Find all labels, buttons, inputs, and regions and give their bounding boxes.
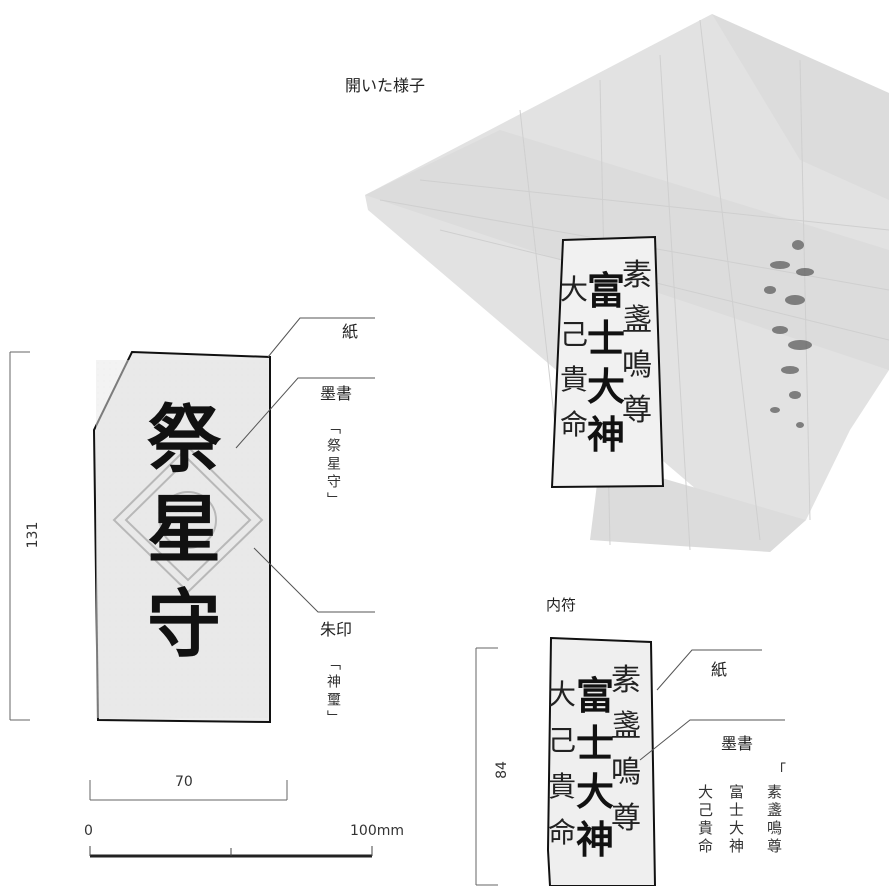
inner-col-3-glyph: 命 bbox=[548, 816, 576, 849]
opened-col-1-glyph: 盞 bbox=[622, 303, 652, 338]
red-seal-mark bbox=[112, 445, 264, 594]
opened-col-2-glyph: 富 bbox=[587, 268, 625, 313]
scale-bar bbox=[89, 846, 373, 858]
inner-col-3-glyph: 大 bbox=[548, 678, 576, 711]
front-ink-writing: 祭 星 守 bbox=[147, 397, 222, 668]
inner-height-dimension: 84 bbox=[494, 761, 510, 779]
inner-col-1-glyph: 盞 bbox=[611, 709, 641, 744]
opened-col-3: 大己貴命 bbox=[560, 273, 588, 441]
inner-talisman bbox=[546, 636, 657, 886]
leader-lines bbox=[235, 317, 785, 761]
inner-col-3: 大己貴命 bbox=[548, 678, 576, 849]
scale-start-label: 0 bbox=[84, 823, 93, 839]
talisman-front bbox=[92, 350, 271, 724]
opened-col-1-glyph: 尊 bbox=[622, 393, 652, 428]
inner-col-2-glyph: 富 bbox=[576, 673, 614, 718]
inner-col-3-glyph: 貴 bbox=[548, 770, 576, 803]
inner-callout-paper: 紙 bbox=[711, 660, 728, 679]
callout-red-seal-quote: 「神璽」 bbox=[325, 656, 341, 728]
opened-paper bbox=[365, 14, 889, 552]
opened-inner-writing: 素盞鳴尊 富士大神 大己貴命 bbox=[560, 258, 652, 457]
inner-callout-ink-writing: 墨書 bbox=[721, 734, 754, 753]
height-dimension: 131 bbox=[25, 521, 41, 549]
inner-talisman-caption: 内符 bbox=[546, 596, 577, 614]
opened-col-3-glyph: 己 bbox=[560, 318, 588, 351]
opened-col-2-glyph: 士 bbox=[587, 316, 625, 361]
inner-col-2-glyph: 神 bbox=[576, 817, 614, 862]
opened-col-3-glyph: 大 bbox=[560, 273, 588, 306]
width-dimension: 70 bbox=[175, 774, 193, 790]
ink-char-1: 祭 bbox=[147, 397, 222, 483]
opened-view-caption: 開いた様子 bbox=[345, 76, 426, 95]
ink-char-3: 守 bbox=[147, 582, 221, 668]
inner-callout-col3: 大己貴命 bbox=[696, 784, 714, 856]
opened-col-1-glyph: 素 bbox=[622, 258, 652, 293]
inner-col-1-glyph: 鳴 bbox=[611, 755, 641, 790]
inner-col-2-glyph: 大 bbox=[576, 769, 614, 814]
opened-col-2-glyph: 大 bbox=[587, 364, 625, 409]
scale-end-label: 100mm bbox=[350, 823, 404, 839]
inner-col-1: 素盞鳴尊 bbox=[611, 663, 641, 836]
opened-col-3-glyph: 貴 bbox=[560, 363, 588, 396]
callout-red-seal: 朱印 bbox=[320, 620, 353, 639]
opened-col-3-glyph: 命 bbox=[560, 408, 588, 441]
opened-col-2-glyph: 神 bbox=[587, 412, 625, 457]
inner-col-2: 富士大神 bbox=[576, 673, 614, 862]
dimension-lines bbox=[9, 351, 498, 886]
callout-ink-writing: 墨書 bbox=[320, 384, 353, 403]
inner-callout-quote-open: 「 bbox=[772, 763, 786, 779]
inner-col-1-glyph: 尊 bbox=[611, 801, 641, 836]
inner-writing: 素盞鳴尊 富士大神 大己貴命 bbox=[548, 663, 641, 862]
opened-col-2: 富士大神 bbox=[587, 268, 625, 457]
opened-col-1-glyph: 鳴 bbox=[622, 348, 652, 383]
inner-callout-col1: 素盞鳴尊 bbox=[765, 784, 783, 856]
inner-callout-col2: 富士大神 bbox=[727, 784, 745, 856]
opened-col-1: 素盞鳴尊 bbox=[622, 258, 652, 428]
callout-ink-writing-quote: 「祭星守」 bbox=[325, 420, 341, 510]
inner-col-2-glyph: 士 bbox=[576, 721, 614, 766]
inner-col-1-glyph: 素 bbox=[611, 663, 641, 698]
inner-col-3-glyph: 己 bbox=[548, 724, 576, 757]
callout-paper: 紙 bbox=[342, 322, 359, 341]
ink-char-2: 星 bbox=[147, 487, 221, 573]
